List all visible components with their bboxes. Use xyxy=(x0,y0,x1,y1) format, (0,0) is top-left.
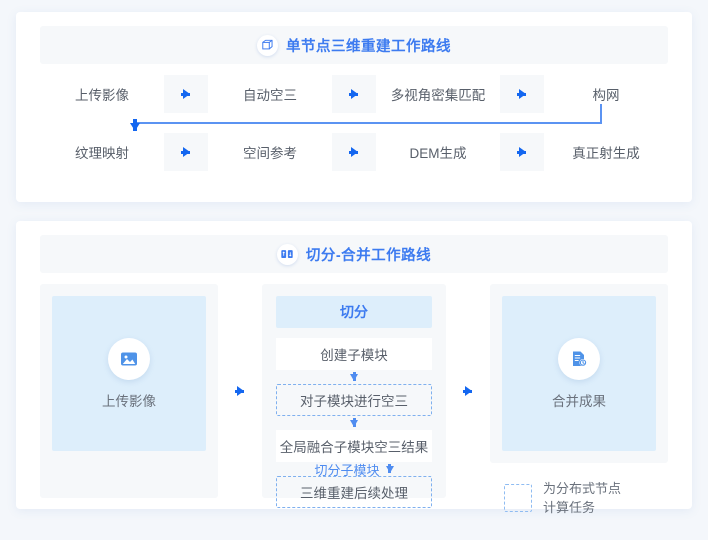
column-split-steps: 切分 创建子模块 对子模块进行空三 全局融合子模块空三结果 切分子模块 三维重建… xyxy=(262,284,446,508)
split-merge-body: 上传影像 切分 创建子模块 对子模块进行空三 全局融合子模块空三结果 切分子模块… xyxy=(40,284,668,515)
feedback-vertical-segment xyxy=(600,104,602,124)
legend-line-2: 计算任务 xyxy=(543,500,596,515)
node-multiview-dense-matching[interactable]: 多视角密集匹配 xyxy=(376,75,500,113)
node-texture-mapping[interactable]: 纹理映射 xyxy=(40,133,164,171)
arrow-down-icon xyxy=(276,370,432,384)
arrow-right-icon xyxy=(500,89,544,99)
arrow-right-icon xyxy=(500,147,544,157)
arrow-right-icon xyxy=(164,147,208,157)
tile-merge-label: 合并成果 xyxy=(552,393,606,409)
feedback-connector xyxy=(40,104,668,133)
panel-bottom-header: 切分-合并工作路线 xyxy=(40,235,668,273)
arrow-right-icon xyxy=(332,147,376,157)
step-reconstruction-postprocess[interactable]: 三维重建后续处理 xyxy=(276,476,432,508)
panel-top-header: 单节点三维重建工作路线 xyxy=(40,26,668,64)
tile-merge-result[interactable]: 合并成果 xyxy=(502,296,656,451)
top-flow-row-1: 上传影像 自动空三 多视角密集匹配 构网 xyxy=(40,75,668,113)
arrow-down-labelled: 切分子模块 xyxy=(276,462,432,478)
legend-line-1: 为分布式节点 xyxy=(543,481,622,496)
node-auto-aerotriangulation[interactable]: 自动空三 xyxy=(208,75,332,113)
node-upload-image[interactable]: 上传影像 xyxy=(40,75,164,113)
split-merge-icon xyxy=(276,243,298,265)
dashed-box-swatch xyxy=(504,484,532,512)
node-true-orthophoto-generation[interactable]: 真正射生成 xyxy=(544,133,668,171)
top-flow-row-2: 纹理映射 空间参考 DEM生成 真正射生成 xyxy=(40,133,668,171)
cube-3d-icon xyxy=(257,34,278,56)
split-section-header: 切分 xyxy=(276,296,432,328)
tile-upload-label: 上传影像 xyxy=(102,393,156,409)
arrow-down-icon xyxy=(276,416,432,430)
column-upload: 上传影像 xyxy=(40,284,218,498)
panel-split-merge-workflow: 切分-合并工作路线 上传影像 xyxy=(16,221,692,515)
legend: 为分布式节点 计算任务 xyxy=(490,479,668,517)
panel-top-title: 单节点三维重建工作路线 xyxy=(286,38,451,55)
column-merge: 合并成果 为分布式节点 计算任务 xyxy=(490,284,668,515)
node-mesh-construction[interactable]: 构网 xyxy=(544,75,668,113)
step-global-fusion[interactable]: 全局融合子模块空三结果 xyxy=(276,430,432,462)
arrow-right-icon xyxy=(218,284,262,498)
arrow-label-split-submodule: 切分子模块 xyxy=(314,462,380,478)
panel-bottom-title: 切分-合并工作路线 xyxy=(305,247,432,264)
arrow-right-icon xyxy=(332,89,376,99)
image-upload-icon xyxy=(108,337,150,380)
tile-upload-image[interactable]: 上传影像 xyxy=(52,296,206,451)
arrow-right-icon xyxy=(446,284,490,498)
step-submodule-aerotriangulation[interactable]: 对子模块进行空三 xyxy=(276,384,432,416)
feedback-horizontal-segment xyxy=(135,122,602,124)
step-create-submodule[interactable]: 创建子模块 xyxy=(276,338,432,370)
merge-result-icon xyxy=(558,337,600,380)
arrow-right-icon xyxy=(164,89,208,99)
node-dem-generation[interactable]: DEM生成 xyxy=(376,133,500,171)
arrow-down-icon xyxy=(130,119,140,131)
panel-single-node-workflow: 单节点三维重建工作路线 上传影像 自动空三 多视角密集匹配 构网 纹理映射 空间… xyxy=(16,12,692,202)
legend-text: 为分布式节点 计算任务 xyxy=(543,479,621,517)
node-spatial-reference[interactable]: 空间参考 xyxy=(208,133,332,171)
